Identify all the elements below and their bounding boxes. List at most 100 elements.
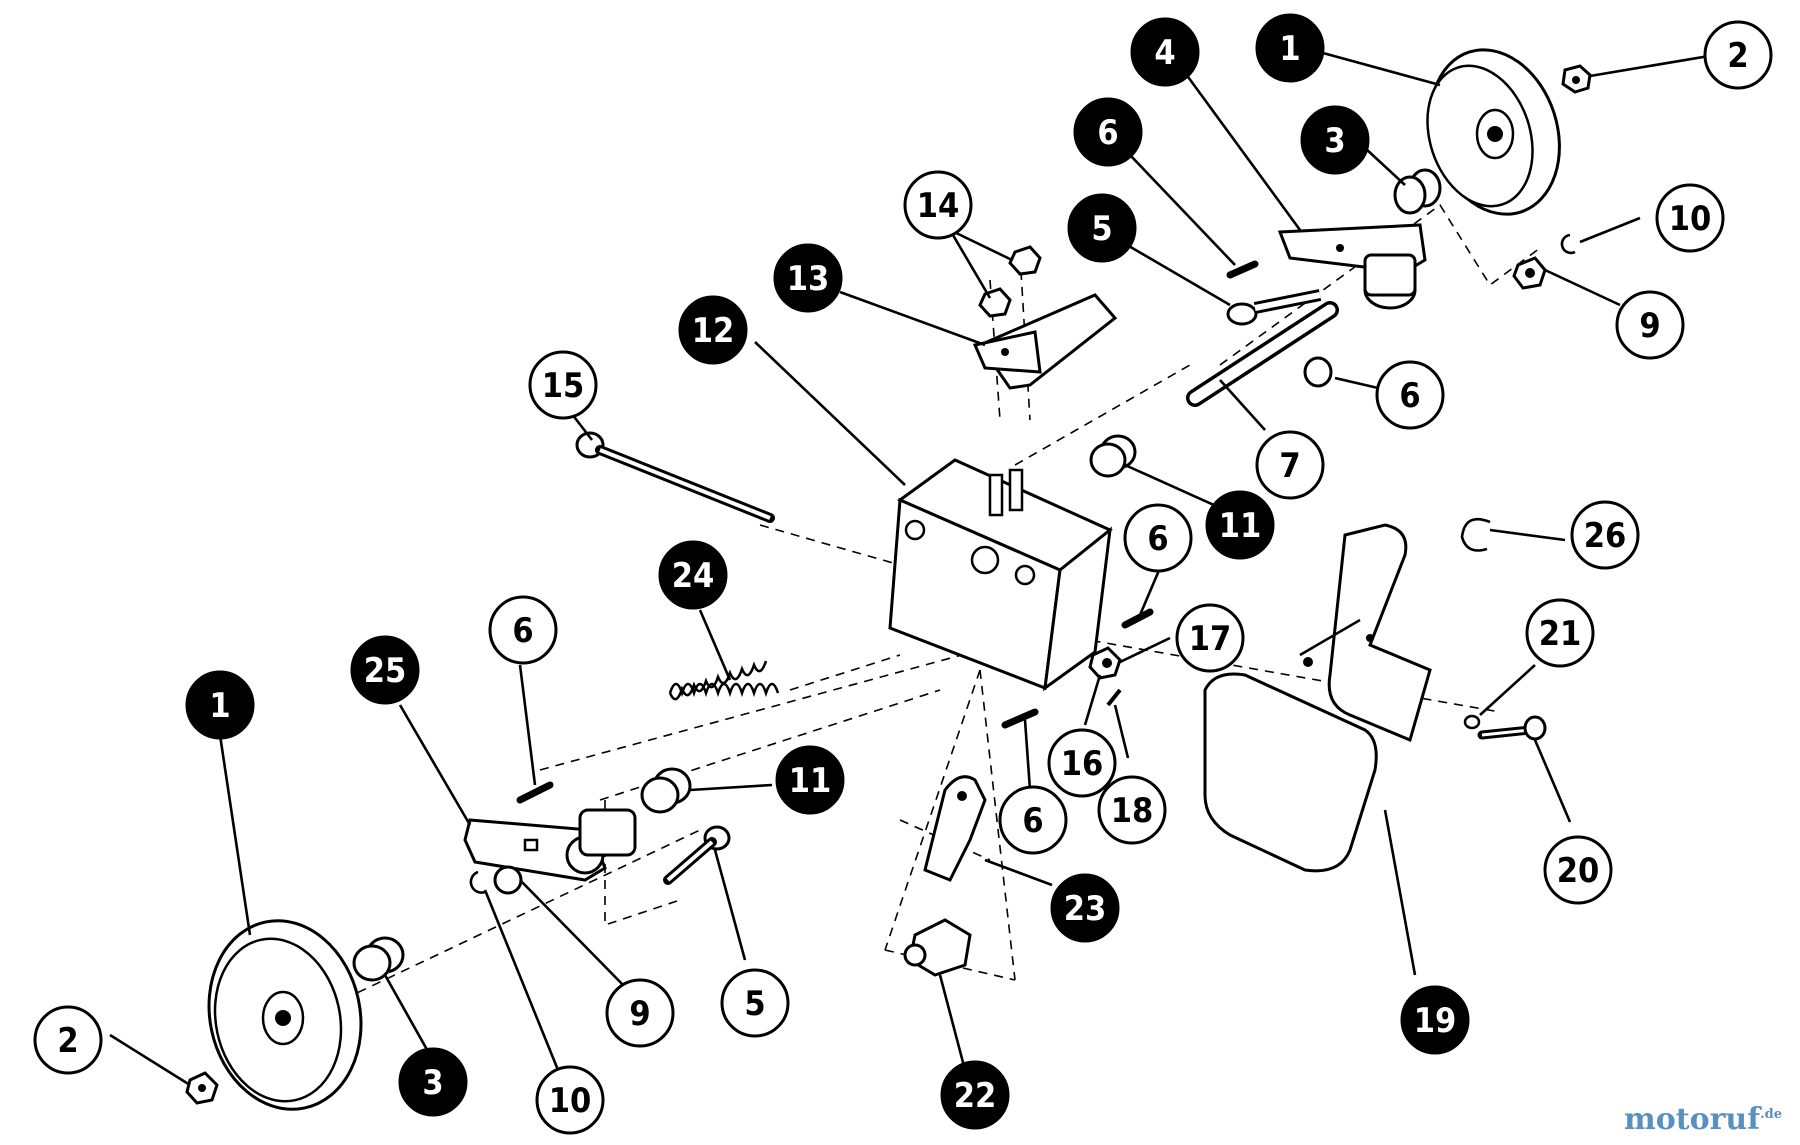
callout-17: 17 bbox=[1175, 603, 1245, 673]
callout-6: 6 bbox=[1375, 360, 1445, 430]
watermark-suffix: .de bbox=[1760, 1107, 1782, 1122]
callout-circle bbox=[1047, 728, 1117, 798]
callout-circle bbox=[658, 540, 728, 610]
callout-5: 5 bbox=[720, 968, 790, 1038]
callout-circle bbox=[998, 785, 1068, 855]
callout-circle bbox=[720, 968, 790, 1038]
callout-15: 15 bbox=[528, 350, 598, 420]
callout-circle bbox=[1375, 360, 1445, 430]
callout-label: 1 bbox=[209, 686, 230, 726]
callout-2: 2 bbox=[33, 1005, 103, 1075]
callout-circle bbox=[1525, 598, 1595, 668]
pin-block bbox=[1121, 608, 1154, 629]
callout-label: 19 bbox=[1414, 1001, 1457, 1041]
callout-circle bbox=[1255, 430, 1325, 500]
callout-22: 22 bbox=[940, 1060, 1010, 1130]
callout-label: 6 bbox=[512, 611, 533, 651]
callout-11: 11 bbox=[1205, 490, 1275, 560]
callout-circle bbox=[350, 635, 420, 705]
bracket-top bbox=[972, 293, 1118, 390]
spacer-lower-left bbox=[352, 936, 405, 982]
callout-label: 6 bbox=[1399, 376, 1420, 416]
callout-circle bbox=[1205, 490, 1275, 560]
callout-label: 24 bbox=[672, 556, 715, 596]
shaft bbox=[1186, 301, 1339, 407]
washer-right bbox=[1303, 356, 1333, 388]
bolt-shield bbox=[1477, 715, 1547, 741]
callout-circle bbox=[1175, 603, 1245, 673]
callout-label: 21 bbox=[1539, 614, 1582, 654]
callout-circle bbox=[1300, 105, 1370, 175]
callout-circle bbox=[903, 170, 973, 240]
callout-label: 5 bbox=[1091, 209, 1112, 249]
callout-circle bbox=[1097, 775, 1167, 845]
bolt-upper bbox=[1226, 289, 1322, 326]
callout-6: 6 bbox=[1073, 97, 1143, 167]
callout-4: 4 bbox=[1130, 17, 1200, 87]
callout-6: 6 bbox=[998, 785, 1068, 855]
callout-circle bbox=[1400, 985, 1470, 1055]
callout-9: 9 bbox=[1615, 290, 1685, 360]
pin-lower bbox=[1001, 708, 1039, 729]
callout-circle bbox=[773, 243, 843, 313]
callout-circle bbox=[33, 1005, 103, 1075]
callout-26: 26 bbox=[1570, 500, 1640, 570]
callout-13: 13 bbox=[773, 243, 843, 313]
callout-circle bbox=[1050, 873, 1120, 943]
callout-circle bbox=[1703, 20, 1773, 90]
callout-7: 7 bbox=[1255, 430, 1325, 500]
callout-label: 4 bbox=[1154, 33, 1175, 73]
callout-label: 3 bbox=[422, 1063, 443, 1103]
nut-lower bbox=[185, 1071, 219, 1105]
callout-label: 17 bbox=[1189, 619, 1232, 659]
callout-label: 1 bbox=[1279, 29, 1300, 69]
callout-label: 11 bbox=[789, 761, 832, 801]
clip-right bbox=[1560, 233, 1576, 255]
callout-6: 6 bbox=[488, 595, 558, 665]
callout-9: 9 bbox=[605, 978, 675, 1048]
washer-lower bbox=[493, 865, 523, 895]
callout-label: 5 bbox=[744, 984, 765, 1024]
idler-arm-lower bbox=[463, 808, 637, 882]
callout-label: 6 bbox=[1147, 519, 1168, 559]
pin-upper bbox=[1226, 260, 1259, 279]
callout-label: 25 bbox=[364, 651, 407, 691]
callout-circle bbox=[605, 978, 675, 1048]
clip-top bbox=[1460, 517, 1491, 552]
callout-12: 12 bbox=[678, 295, 748, 365]
callout-circle bbox=[1615, 290, 1685, 360]
callout-24: 24 bbox=[658, 540, 728, 610]
pulley-lower bbox=[207, 919, 363, 1111]
callout-label: 14 bbox=[917, 186, 960, 226]
callout-20: 20 bbox=[1543, 835, 1613, 905]
callout-circle bbox=[488, 595, 558, 665]
callout-label: 2 bbox=[1727, 36, 1748, 76]
spring bbox=[668, 660, 780, 701]
callout-circle bbox=[528, 350, 598, 420]
callout-3: 3 bbox=[1300, 105, 1370, 175]
idler-arm-upper bbox=[1277, 223, 1427, 310]
nut-upper bbox=[1561, 64, 1592, 94]
callout-label: 7 bbox=[1279, 446, 1300, 486]
callout-label: 23 bbox=[1064, 889, 1107, 929]
callout-label: 18 bbox=[1111, 791, 1154, 831]
callout-label: 12 bbox=[692, 311, 735, 351]
callout-label: 6 bbox=[1022, 801, 1043, 841]
callout-25: 25 bbox=[350, 635, 420, 705]
spacer-lower bbox=[640, 767, 692, 814]
nut-block bbox=[1088, 646, 1122, 680]
callout-label: 10 bbox=[1669, 199, 1712, 239]
callout-circle bbox=[1073, 97, 1143, 167]
callout-1: 1 bbox=[1255, 13, 1325, 83]
callout-21: 21 bbox=[1525, 598, 1595, 668]
callout-label: 22 bbox=[954, 1076, 997, 1116]
callout-circle bbox=[940, 1060, 1010, 1130]
callout-circle bbox=[535, 1065, 605, 1135]
callout-circle bbox=[1655, 183, 1725, 253]
pin-small bbox=[1106, 688, 1122, 707]
callout-18: 18 bbox=[1097, 775, 1167, 845]
callout-circle bbox=[678, 295, 748, 365]
callout-16: 16 bbox=[1047, 728, 1117, 798]
